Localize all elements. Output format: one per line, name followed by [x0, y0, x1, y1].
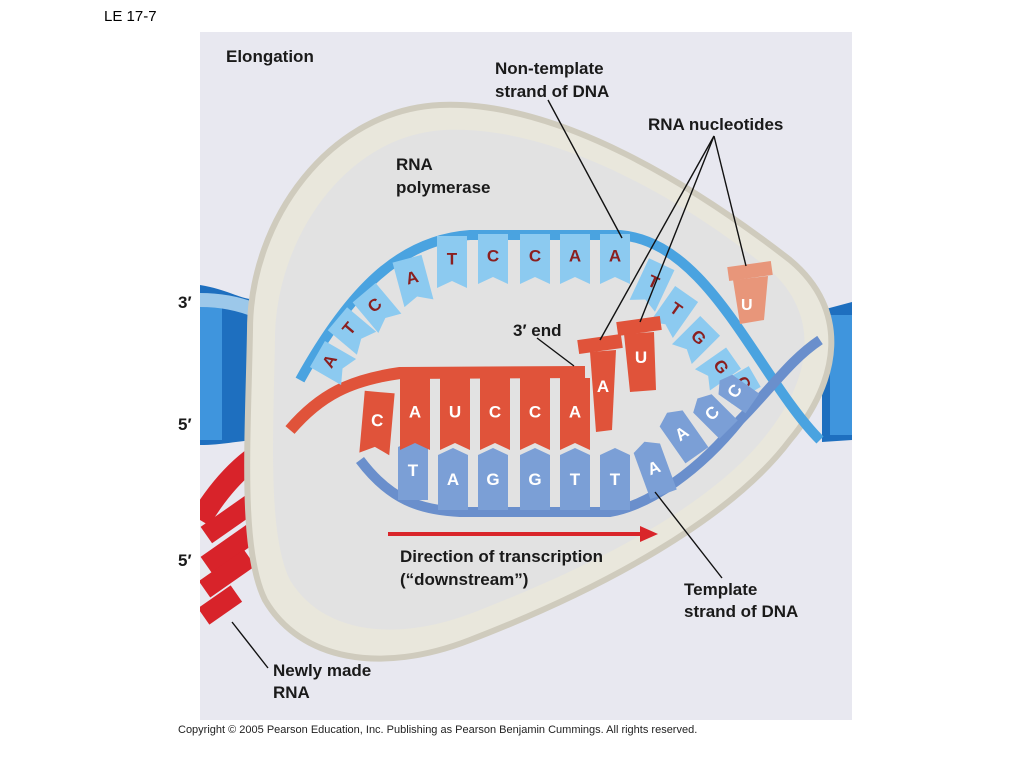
- template-base: A: [438, 448, 468, 510]
- non-template-bases: ATCATCCAATTGGC: [309, 234, 761, 404]
- non-template-base: C: [478, 234, 508, 284]
- rna-polymerase-label-1: RNA: [396, 155, 433, 174]
- template-base: T: [398, 440, 428, 500]
- non-template-base-letter: A: [569, 247, 581, 266]
- non-template-base-letter: A: [609, 247, 621, 266]
- direction-arrow: [388, 526, 658, 542]
- template-base-letter: A: [645, 457, 663, 479]
- template-base: T: [560, 448, 590, 510]
- incoming-base-letter: A: [597, 377, 609, 396]
- non-template-base: T: [327, 307, 377, 355]
- incoming-nucleotide-u: U: [727, 261, 773, 324]
- template-label-1: Template: [684, 580, 757, 599]
- template-base: G: [478, 448, 508, 510]
- copyright-notice: Copyright © 2005 Pearson Education, Inc.…: [178, 724, 698, 736]
- three-prime-end-label: 3′ end: [513, 321, 561, 340]
- template-base-letter: G: [528, 470, 541, 489]
- template-base-letter: T: [570, 470, 581, 489]
- direction-label-2: (“downstream”): [400, 570, 528, 589]
- rna-base-letter: U: [449, 403, 461, 422]
- non-template-label-2: strand of DNA: [495, 82, 609, 101]
- title: Elongation: [226, 47, 314, 66]
- rna-base: A: [560, 378, 590, 450]
- template-base-letter: T: [408, 461, 419, 480]
- template-base: C: [693, 394, 738, 439]
- incoming-base-letter: U: [635, 348, 647, 367]
- template-base-letter: A: [447, 470, 459, 489]
- template-base: T: [600, 448, 630, 510]
- five-prime-outer: 5′: [178, 415, 192, 434]
- non-template-base-letter: T: [447, 250, 458, 269]
- three-prime-outer: 3′: [178, 293, 192, 312]
- rna-base-letter: A: [569, 403, 581, 422]
- template-base: C: [718, 374, 760, 414]
- non-template-base: C: [520, 234, 550, 284]
- rna-base-letter: C: [489, 403, 501, 422]
- template-base: G: [520, 448, 550, 510]
- template-base: A: [659, 410, 709, 464]
- direction-label-1: Direction of transcription: [400, 547, 603, 566]
- non-template-base: G: [671, 315, 721, 365]
- non-template-base: A: [560, 234, 590, 284]
- non-template-base-letter: C: [487, 247, 499, 266]
- rna-base-letter: A: [409, 403, 421, 422]
- template-base-letter: G: [486, 470, 499, 489]
- non-template-base: T: [437, 236, 467, 288]
- template-base-letter: T: [610, 470, 621, 489]
- rna-base: U: [440, 378, 470, 450]
- rna-base: C: [480, 378, 510, 450]
- non-template-base: A: [600, 234, 630, 284]
- rna-base-letter: C: [370, 411, 384, 431]
- leader-lines: [231, 99, 747, 669]
- template-base: A: [633, 441, 677, 500]
- rna-base-letter: C: [529, 403, 541, 422]
- non-template-base: G: [694, 347, 742, 391]
- newly-made-rna-label-1: Newly made: [273, 661, 371, 680]
- non-template-backbone: [295, 230, 824, 444]
- non-template-base-letter: A: [404, 267, 421, 289]
- incoming-nucleotide-a: [577, 334, 623, 432]
- rna-base: A: [400, 378, 430, 450]
- template-label-2: strand of DNA: [684, 602, 798, 621]
- svg-text:U: U: [741, 297, 753, 314]
- non-template-base: T: [649, 285, 699, 339]
- non-template-base: A: [392, 254, 434, 308]
- rna-backbone: [285, 366, 586, 434]
- non-template-label-1: Non-template: [495, 59, 604, 78]
- incoming-nucleotide-u2: [616, 316, 662, 392]
- rna-base: C: [520, 378, 550, 450]
- rna-polymerase-label-2: polymerase: [396, 178, 491, 197]
- non-template-base-letter: C: [529, 247, 541, 266]
- newly-made-rna-label-2: RNA: [273, 683, 310, 702]
- rna-nucleotides-label: RNA nucleotides: [648, 115, 783, 134]
- slide-id: LE 17-7: [104, 8, 157, 25]
- non-template-base: C: [352, 283, 402, 333]
- rna-base: C: [359, 390, 395, 456]
- non-template-base: A: [309, 341, 357, 385]
- five-prime-rna-outer: 5′: [178, 551, 192, 570]
